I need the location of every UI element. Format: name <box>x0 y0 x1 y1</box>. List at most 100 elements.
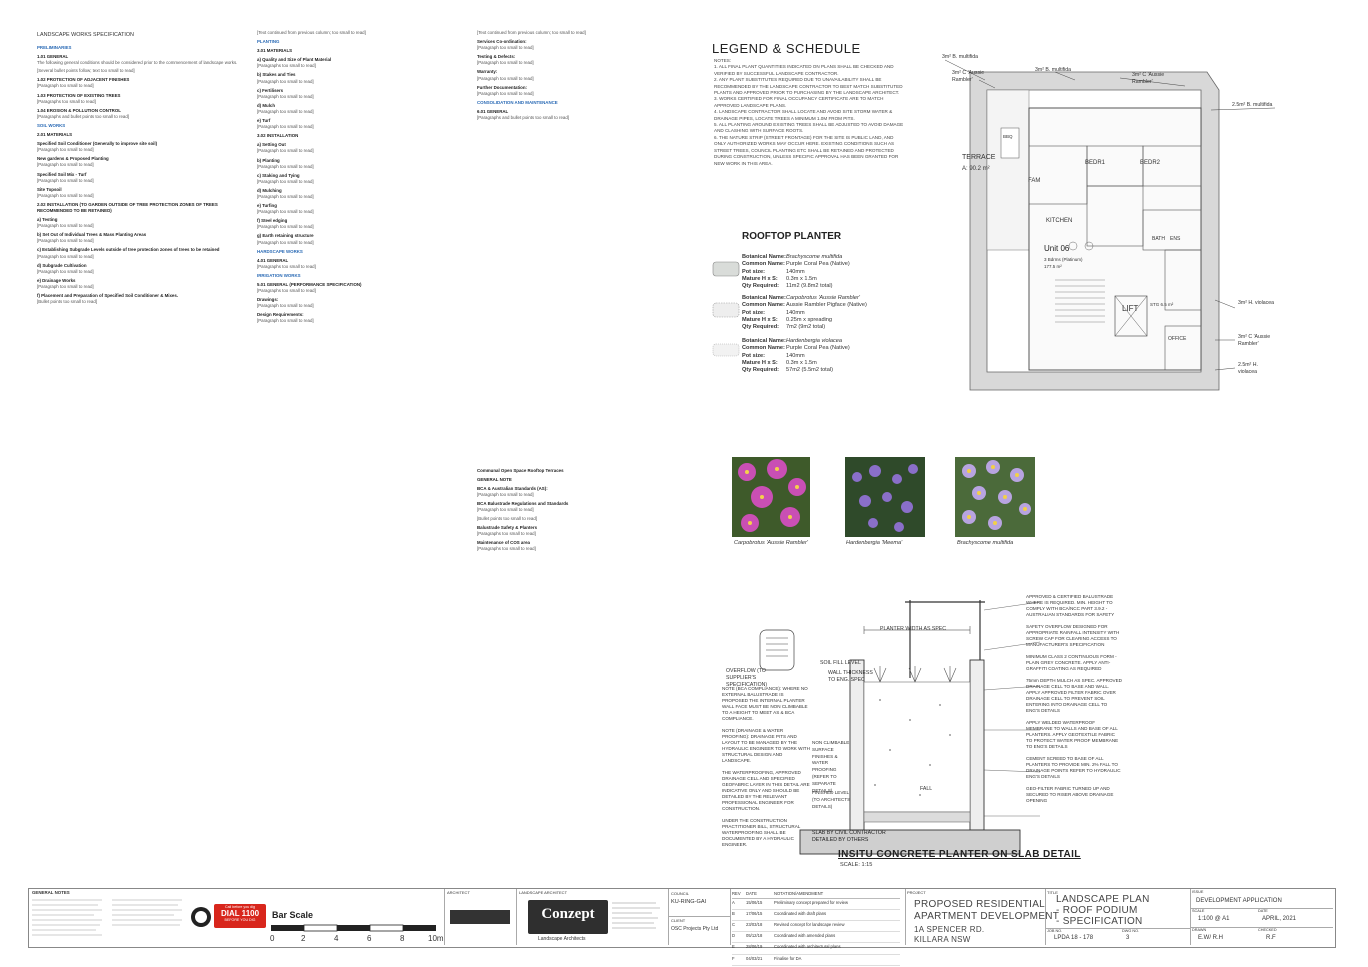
plant-row-mature: Mature H x S: 0.25m x spreading <box>742 317 912 324</box>
revision-cell: A <box>732 899 735 905</box>
spec-heading: BCA & Australian Standards (AS): <box>477 486 548 492</box>
revision-cell: D <box>732 933 736 939</box>
plant-field-label: Botanical Name: <box>742 338 786 344</box>
plan-label-aussie-tr: 3m² C 'Aussie Rambler' <box>1132 72 1165 85</box>
spec-heading: 2.01 MATERIALS <box>37 132 73 138</box>
plant-row-botanical: Botanical Name:Hardenbergia violacea <box>742 338 912 345</box>
spec-paragraph: [Paragraphs too small to read] <box>257 263 316 269</box>
date-value: APRIL, 2021 <box>1262 916 1297 922</box>
detail-label-fall: FALL <box>920 786 933 792</box>
issue-heading: ISSUE <box>1192 890 1204 894</box>
plant-row-pot: Pot size:140mm <box>742 269 912 276</box>
tick-4: 4 <box>334 934 339 943</box>
spec-heading: a) Testing <box>37 217 58 223</box>
dial-sub: BEFORE YOU DIG <box>224 918 256 922</box>
spec-paragraph: [Paragraph too small to read] <box>257 193 314 199</box>
detail-note: 75mm DEPTH MULCH AS SPEC. APPROVED DRAIN… <box>1026 678 1122 713</box>
plant-field-label: Qty Required: <box>742 324 779 331</box>
plant-field-value: Brachyscome multifida <box>786 254 843 260</box>
plant-row-mature: Mature H x S: 0.3m x 1.5m <box>742 276 912 283</box>
planter-swatches <box>712 261 740 357</box>
plant-field-value: Hardenbergia violacea <box>786 338 842 344</box>
legend-note: 2. ANY PLANT SUBSTITUTES REQUIRED DUE TO… <box>714 77 903 96</box>
revision-cell: 17/06/15 <box>746 910 763 916</box>
spec-heading: Warranty: <box>477 69 498 75</box>
revision-header-cell: REV <box>732 891 741 896</box>
scale-heading: SCALE <box>1192 909 1205 913</box>
detail-label-soil-fill: SOIL FILL LEVEL <box>820 660 861 666</box>
spec-paragraph: [Paragraph too small to read] <box>37 223 94 229</box>
plant-field-label: Pot size: <box>742 352 766 359</box>
spec-heading: 1.01 GENERAL <box>37 54 69 60</box>
spec-heading: e) Drainage Works <box>37 277 76 283</box>
legend-note: 4. LANDSCAPE CONTRACTOR SHALL LOCATE AND… <box>714 109 893 121</box>
detail-label-overflow: OVERFLOW (TO SUPPLIER'S SPECIFICATION) <box>726 668 768 688</box>
plan-label-bm2: 3m² B. multifida <box>1035 67 1072 73</box>
revision-cell: Coordinated with draft plans <box>774 910 827 916</box>
plant-row-botanical: Botanical Name:Brachyscome multifida <box>742 254 912 261</box>
revision-cell: E <box>732 944 735 950</box>
spec-paragraph: [Paragraph too small to read] <box>37 238 94 244</box>
architect-heading: ARCHITECT <box>447 890 470 895</box>
revision-cell: Coordinated with architectural plans <box>774 944 841 950</box>
plant-field-value: 0.25m x spreading <box>786 316 833 323</box>
revision-row: D 05/12/18 Coordinated with amended plans <box>732 932 900 944</box>
spec-heading: Specified Soil Conditioner (Generally to… <box>37 141 158 147</box>
revision-cell: Revised concept for landscape review <box>774 921 845 927</box>
spec-heading: BCA Balustrade Regulations and Standards <box>477 501 569 507</box>
plant-field-value: 140mm <box>786 309 805 316</box>
spec-paragraph: [Bullet points too small to read] <box>477 515 538 521</box>
spec-paragraph: [Paragraph too small to read] <box>257 303 314 309</box>
plant-field-value: 0.3m x 1.5m <box>786 275 817 282</box>
plan-label-hv2: 2.5m² H. violacea <box>1238 362 1258 375</box>
plant-field-label: Common Name: <box>742 302 785 309</box>
rooftop-planter-title: ROOFTOP PLANTER <box>742 231 842 242</box>
project-line-1: PROPOSED RESIDENTIAL <box>914 899 1046 910</box>
spec-paragraph: [Paragraph too small to read] <box>257 148 314 154</box>
plant-field-label: Mature H x S: <box>742 275 778 282</box>
detail-note: APPLY WELDED WATERPROOF MEMBRANE TO WALL… <box>1026 720 1119 749</box>
spec-heading: Maintenance of COS area <box>477 539 530 545</box>
checked-heading: CHECKED <box>1258 928 1277 932</box>
spec-paragraph: [Paragraphs too small to read] <box>257 63 316 69</box>
swatch-carpobrotus <box>712 302 740 318</box>
spec-paragraph: [Paragraphs and bullet points too small … <box>37 113 130 119</box>
spec-paragraph: [Paragraph too small to read] <box>37 283 94 289</box>
planter-detail-drawing <box>759 600 1040 855</box>
rooftop-plan <box>944 59 1276 391</box>
revision-cell: Coordinated with amended plans <box>774 933 836 939</box>
detail-label-side-1: NON CLIMBABLE SURFACE FINISHES & WATER P… <box>812 740 850 793</box>
spec-heading: f) Steel edging <box>257 218 288 224</box>
spec-heading: Services Co-ordination: <box>477 39 527 45</box>
project-line-2: APARTMENT DEVELOPMENT <box>914 911 1060 922</box>
spec-heading: 5.01 GENERAL (PERFORMANCE SPECIFICATION) <box>257 282 362 287</box>
spec-paragraph: [Paragraph too small to read] <box>37 192 94 198</box>
plant-field-label: Mature H x S: <box>742 316 778 323</box>
plant-row-qty: Qty Required:57m2 (5.5m2 total) <box>742 367 912 374</box>
firm-contact-text <box>612 902 660 929</box>
photo-brachyscome <box>955 457 1035 537</box>
spec-paragraph: [Paragraph too small to read] <box>257 108 314 114</box>
spec-heading: Balustrade Safety & Planters <box>477 524 538 530</box>
spec-heading: b) Stakes and Ties <box>257 72 296 78</box>
spec-heading: 3.01 MATERIALS <box>257 48 293 54</box>
spec-paragraph: [Paragraph too small to read] <box>477 492 534 498</box>
plan-label-ens: ENS <box>1170 236 1181 242</box>
tick-0: 0 <box>270 934 275 943</box>
photo-caption-3: Brachyscome multifida <box>957 540 1014 546</box>
issue-value: DEVELOPMENT APPLICATION <box>1196 898 1282 904</box>
detail-note: APPROVED & CERTIFIED BALUSTRADE WHERE IS… <box>1026 594 1115 617</box>
spec-heading: Site Topsoil <box>37 186 62 192</box>
spec-heading: 1.02 PROTECTION OF ADJACENT FINISHES <box>37 77 130 83</box>
spec-paragraph: [Paragraph too small to read] <box>37 83 94 89</box>
tick-10m: 10m <box>428 934 444 943</box>
spec-paragraph: [Paragraph too small to read] <box>37 147 94 153</box>
revision-cell: 05/12/18 <box>746 933 763 939</box>
revision-cell: 23/03/18 <box>746 921 763 927</box>
